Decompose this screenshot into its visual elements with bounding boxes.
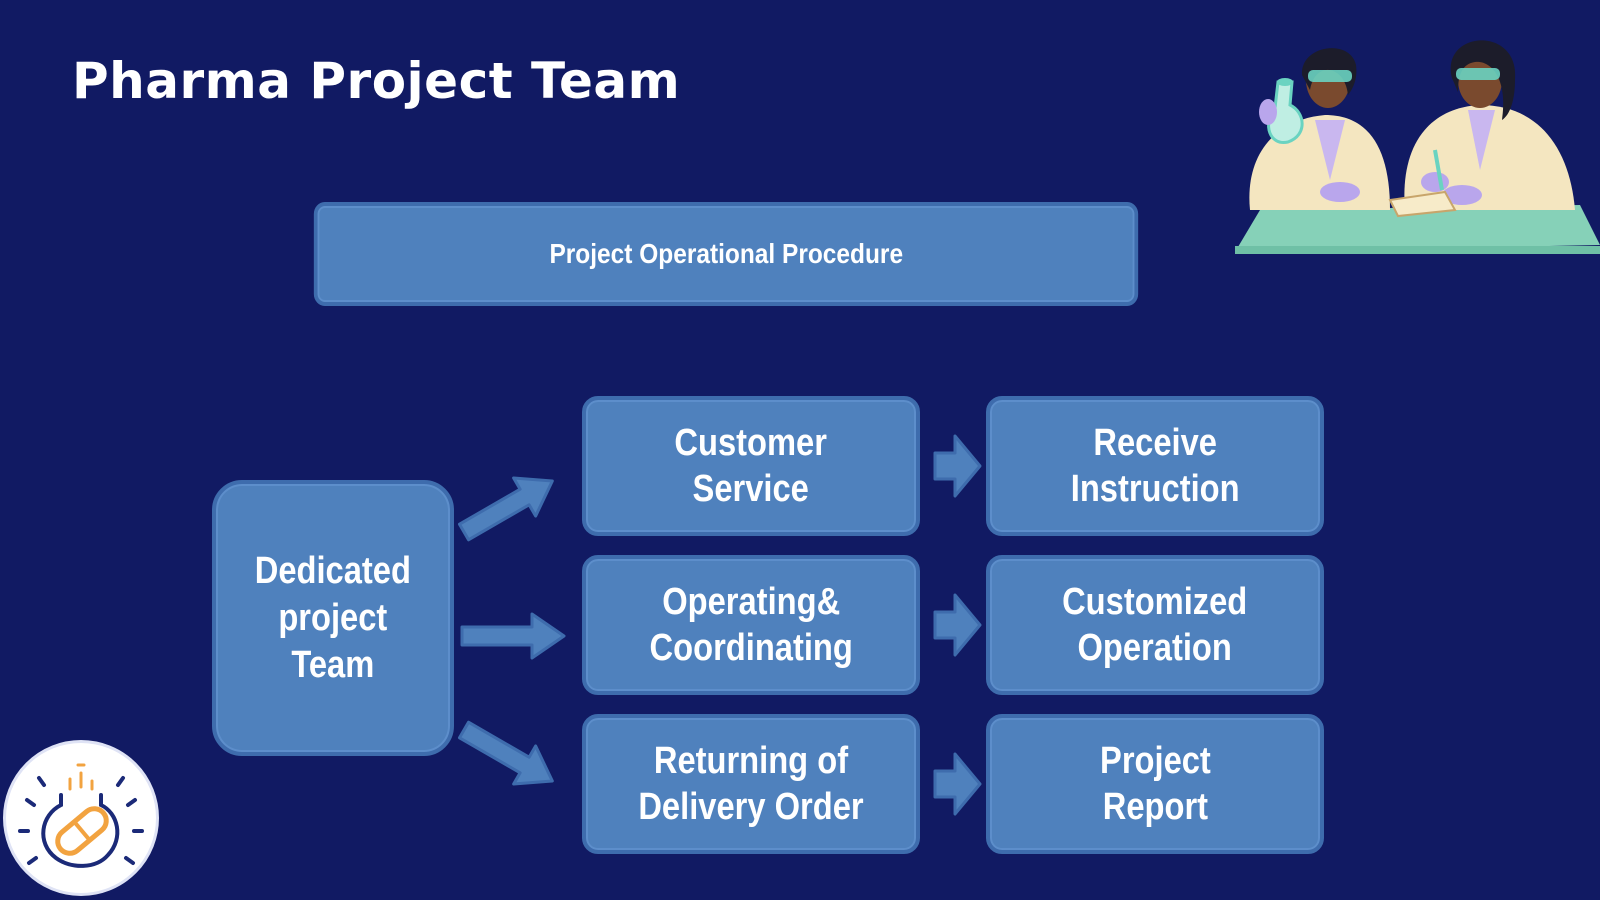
arrow-to-customer-service [458, 476, 554, 542]
dedicated-team-label: Dedicated project Team [254, 549, 412, 686]
arrow-row1 [933, 434, 982, 498]
pill-flask-logo-icon [3, 740, 159, 896]
returning-delivery-order-box: Returning of Delivery Order [582, 714, 920, 854]
customized-operation-box: Customized Operation [986, 555, 1324, 695]
operating-coordinating-label: Operating& Coordinating [649, 581, 853, 669]
operating-coordinating-box: Operating& Coordinating [582, 555, 920, 695]
procedure-header-label: Project Operational Procedure [549, 238, 903, 269]
project-report-label: Project Report [1099, 740, 1211, 828]
arrow-row3 [933, 752, 982, 816]
customized-operation-label: Customized Operation [1062, 581, 1248, 669]
receive-instruction-box: Receive Instruction [986, 396, 1324, 536]
page-title: Pharma Project Team [72, 52, 681, 110]
returning-delivery-order-label: Returning of Delivery Order [638, 740, 864, 828]
arrow-row2 [933, 593, 982, 657]
arrow-to-returning [458, 720, 554, 786]
project-report-box: Project Report [986, 714, 1324, 854]
customer-service-box: Customer Service [582, 396, 920, 536]
receive-instruction-label: Receive Instruction [1070, 422, 1240, 510]
arrow-to-operating [460, 612, 566, 660]
dedicated-team-box: Dedicated project Team [212, 480, 454, 756]
scientists-illustration [1235, 40, 1600, 254]
procedure-header-box: Project Operational Procedure [313, 202, 1139, 306]
customer-service-label: Customer Service [674, 422, 828, 510]
